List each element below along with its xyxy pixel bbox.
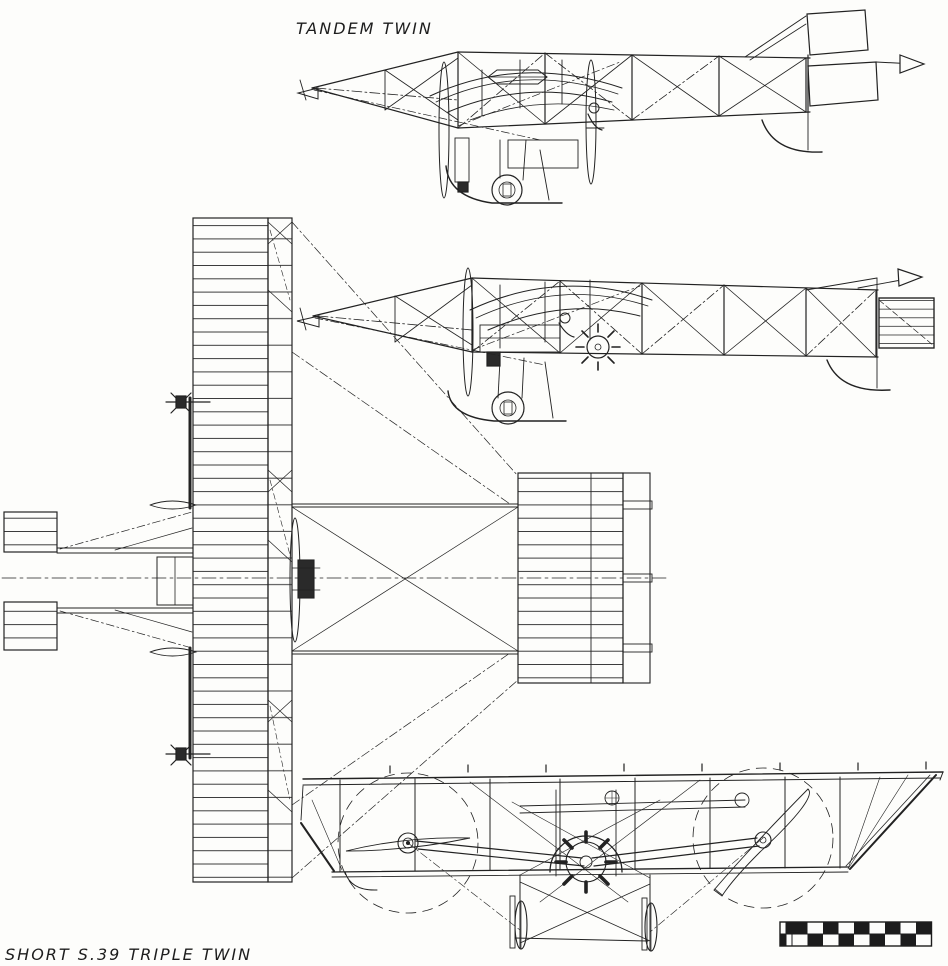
triple-twin-front-view <box>300 761 944 952</box>
triple-twin-plan-view <box>1 217 669 883</box>
tandem-twin-label: TANDEM TWIN <box>296 19 433 38</box>
tandem-twin-side-view <box>296 9 926 206</box>
triple-twin-side-view <box>296 267 935 425</box>
scale-bar <box>779 921 933 947</box>
triple-twin-label: SHORT S.39 TRIPLE TWIN <box>5 945 252 964</box>
